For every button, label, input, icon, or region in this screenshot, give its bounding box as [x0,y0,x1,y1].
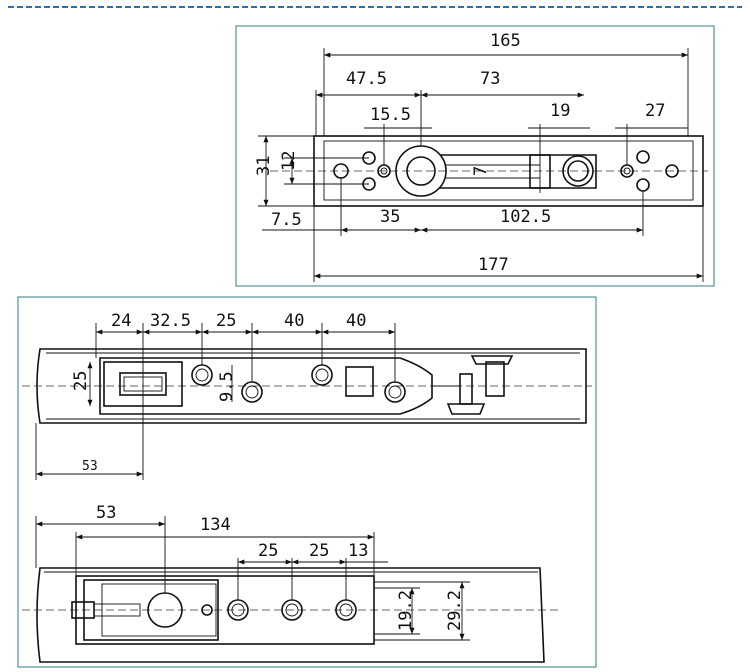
dim-13: 13 [348,541,368,561]
dim-102-5: 102.5 [500,207,551,227]
bottom-housing-inner [101,583,217,637]
dim-35: 35 [380,207,400,227]
lower-views-frame [17,296,597,668]
dim-12: 12 [279,151,299,171]
dim-47-5: 47.5 [346,69,387,89]
dim-53-side: 53 [82,459,98,474]
bottom-body-outline [36,567,545,663]
dim-15-5: 15.5 [370,105,411,125]
hole [384,381,406,403]
bottom-bolt-shaft [93,603,141,617]
pivot-inner [406,156,436,186]
dim-53: 53 [96,503,116,523]
hole-inner [285,603,299,617]
side-view: 24 32.5 25 40 40 25 9.5 53 [22,311,592,480]
hole [636,150,650,164]
dim-29-2: 29.2 [445,590,465,631]
bottom-plate [75,575,375,645]
hole-inner [380,167,388,175]
hole-inner [623,167,631,175]
dim-19-2: 19.2 [396,590,416,631]
right-pivot-inner [567,160,589,182]
hinge-cap [470,355,514,365]
hole-inner [245,385,259,399]
hole [636,178,650,192]
hinge-pin [459,373,473,405]
dim-25-vertical: 25 [71,371,91,391]
side-body-outline [36,348,587,424]
hole [311,364,333,386]
hole-inner [195,368,209,382]
hinge-cap [446,403,486,415]
hinge-nut [485,361,505,397]
dim-32-5: 32.5 [150,311,191,331]
dim-24: 24 [111,311,131,331]
dim-7-5: 7.5 [271,210,302,230]
hole-inner [315,368,329,382]
dim-19: 19 [550,101,570,121]
hole-inner [231,603,245,617]
dim-25a: 25 [258,541,278,561]
bottom-view: 53 134 25 25 13 19.2 29.2 [22,503,560,663]
side-plate [99,357,433,415]
right-pivot-outer [562,155,594,187]
dim-40b: 40 [346,311,366,331]
dim-31: 31 [254,156,274,176]
top-plate-inner [323,140,694,201]
dim-40a: 40 [284,311,304,331]
dim-25b: 25 [309,541,329,561]
hole-inner [339,603,353,617]
dim-165: 165 [490,31,521,51]
dim-134: 134 [200,515,231,535]
dim-25: 25 [216,311,236,331]
hole [241,381,263,403]
hole-inner [388,385,402,399]
dim-177: 177 [478,255,509,275]
bottom-housing [83,579,219,641]
bottom-pivot [147,592,183,628]
side-square-pad [345,366,374,397]
dim-73: 73 [480,69,500,89]
dim-9-5: 9.5 [217,371,237,402]
top-view-frame [235,25,715,287]
hole [665,164,679,178]
dim-27: 27 [645,101,665,121]
top-view: 165 47.5 73 15.5 19 27 31 12 7 7.5 35 10… [235,25,715,287]
hole [201,604,213,616]
hole [191,364,213,386]
dim-7: 7 [471,166,491,176]
arm-slot [440,154,597,189]
